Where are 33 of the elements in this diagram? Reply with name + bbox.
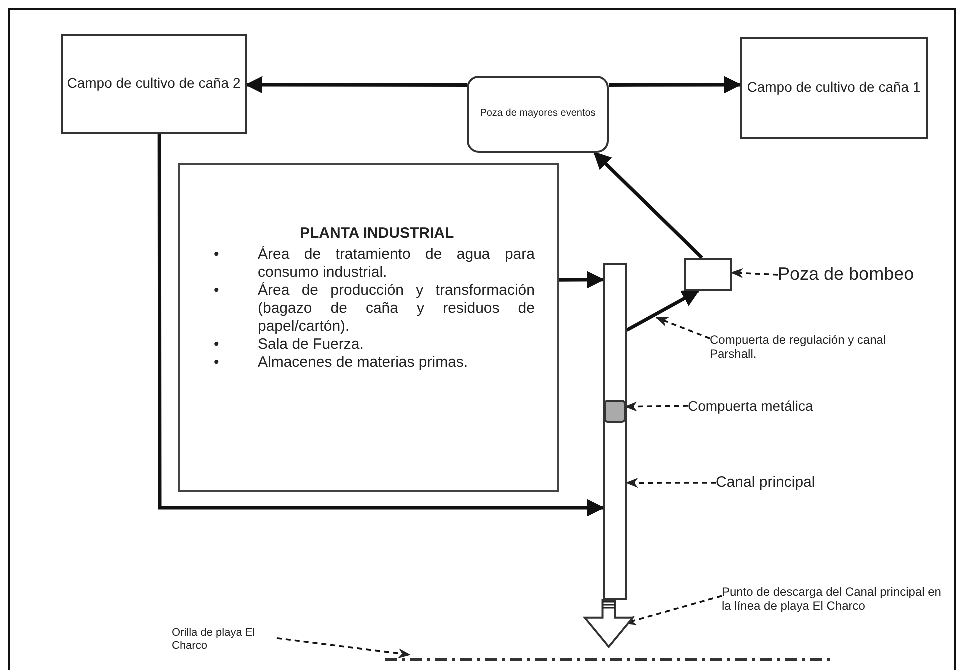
pump-pool-box — [684, 258, 732, 291]
list-item: Almacenes de materias primas. — [258, 354, 470, 372]
pond-box: Poza de mayores eventos — [467, 76, 609, 153]
callout-text: Poza de bombeo — [778, 262, 954, 288]
callout-text: Compuerta de regulación y canal Parshall. — [710, 326, 930, 368]
plant-box — [178, 163, 559, 492]
arrow — [245, 76, 467, 94]
arrow — [158, 134, 605, 517]
gate-block — [604, 400, 626, 423]
leader-line — [626, 478, 716, 488]
list-item: Área de tratamiento de agua para consumo industrial. — [258, 246, 535, 282]
arrow — [558, 271, 605, 289]
bullet-mark: • — [214, 282, 220, 300]
leader-line — [276, 638, 411, 659]
bullet-mark: • — [214, 336, 220, 354]
leader-line — [656, 317, 710, 340]
list-item: Sala de Fuerza. — [258, 336, 365, 354]
discharge-arrow — [585, 600, 633, 647]
leader-line — [730, 268, 778, 278]
bullet-mark: • — [214, 246, 220, 264]
callout-text: Punto de descarga del Canal principal en la línea de playa El Charco — [722, 570, 944, 628]
field-box: Campo de cultivo de caña 2 — [61, 34, 247, 134]
field-box: Campo de cultivo de caña 1 — [740, 37, 928, 139]
arrow — [626, 289, 700, 332]
arrow — [609, 76, 742, 94]
callout-text: Canal principal — [716, 471, 866, 495]
callout-text: Compuerta metálica — [688, 394, 878, 418]
bullet-mark: • — [214, 354, 220, 372]
arrow — [594, 152, 704, 260]
callout-text: Orilla de playa El Charco — [172, 624, 277, 656]
list-item: Área de producción y transformación (bagazo de caña y residuos de papel/cartón). — [258, 282, 535, 336]
canal-channel — [603, 263, 627, 600]
heading: PLANTA INDUSTRIAL — [300, 225, 456, 242]
